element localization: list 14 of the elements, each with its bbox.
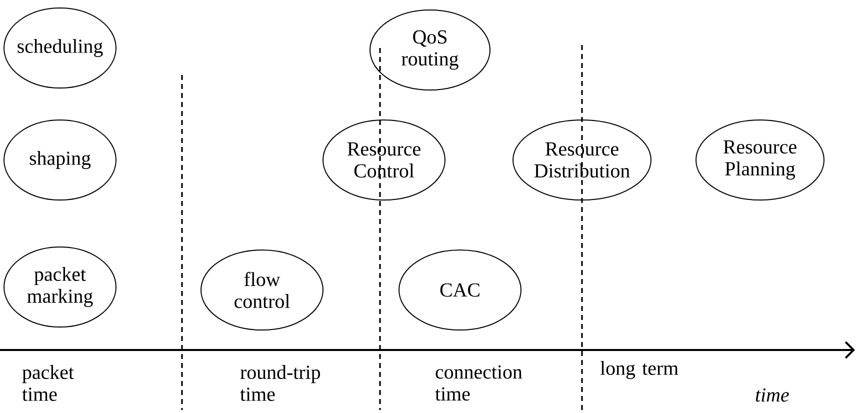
time-scale-label: long term xyxy=(600,360,678,380)
time-scale-label: round-trip time xyxy=(240,365,320,401)
ellipse-node: Resource Planning xyxy=(696,120,824,200)
ellipse-node: scheduling xyxy=(4,8,116,88)
ellipse-node: flow control xyxy=(200,250,324,330)
axis-title: time xyxy=(756,388,789,402)
time-scale-label: packet time xyxy=(22,365,74,401)
ellipse-node: Resource Distribution xyxy=(512,120,652,200)
ellipse-node: QoS routing xyxy=(370,10,490,90)
ellipse-node: packet marking xyxy=(4,246,116,328)
ellipse-node: Resource Control xyxy=(322,120,446,200)
ellipse-node: shaping xyxy=(4,120,116,200)
time-scale-label: connection time xyxy=(435,365,522,401)
ellipse-node: CAC xyxy=(398,250,522,330)
